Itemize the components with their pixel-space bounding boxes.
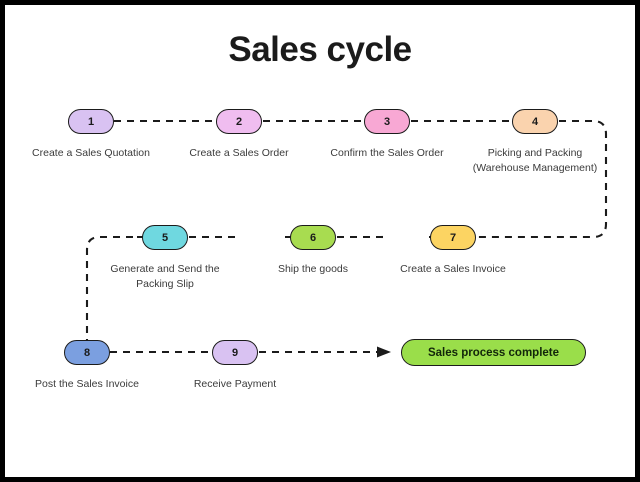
step-caption-1: Create a Sales Quotation: [32, 147, 150, 159]
connector-4-to-5-right-turn: [475, 119, 608, 239]
step-node-2[interactable]: 2: [216, 109, 262, 134]
step-number-9: 9: [231, 346, 239, 359]
page-title: Sales cycle: [228, 30, 412, 69]
step-caption-8: Post the Sales Invoice: [35, 378, 139, 390]
diagram-canvas: Sales cycle: [5, 5, 635, 477]
step-node-5[interactable]: 5: [142, 225, 188, 250]
step-node-1[interactable]: 1: [68, 109, 114, 134]
step-number-8: 8: [83, 346, 91, 359]
step-number-7: 7: [449, 231, 457, 244]
step-node-7[interactable]: 7: [430, 225, 476, 250]
step-number-1: 1: [87, 115, 95, 128]
step-node-6[interactable]: 6: [290, 225, 336, 250]
connector-5-to-8-left-turn: [85, 235, 133, 352]
terminal-node-sales-process-complete[interactable]: Sales process complete: [401, 339, 586, 366]
step-number-6: 6: [309, 231, 317, 244]
step-caption-6: Ship the goods: [277, 263, 349, 275]
arrowhead-icon: [377, 346, 391, 358]
terminal-label: Sales process complete: [427, 346, 560, 359]
step-number-2: 2: [235, 115, 243, 128]
step-caption-4: Picking and Packing (Warehouse Managemen…: [472, 147, 598, 174]
step-caption-3: Confirm the Sales Order: [330, 147, 444, 159]
step-number-5: 5: [161, 231, 169, 244]
step-node-4[interactable]: 4: [512, 109, 558, 134]
step-node-3[interactable]: 3: [364, 109, 410, 134]
step-number-3: 3: [383, 115, 391, 128]
step-node-9[interactable]: 9: [212, 340, 258, 365]
step-caption-5: Generate and Send the Packing Slip: [110, 263, 220, 290]
step-caption-2: Create a Sales Order: [189, 147, 289, 159]
step-caption-9: Receive Payment: [193, 378, 277, 390]
step-caption-7: Create a Sales Invoice: [400, 263, 506, 275]
step-node-8[interactable]: 8: [64, 340, 110, 365]
step-number-4: 4: [531, 115, 539, 128]
